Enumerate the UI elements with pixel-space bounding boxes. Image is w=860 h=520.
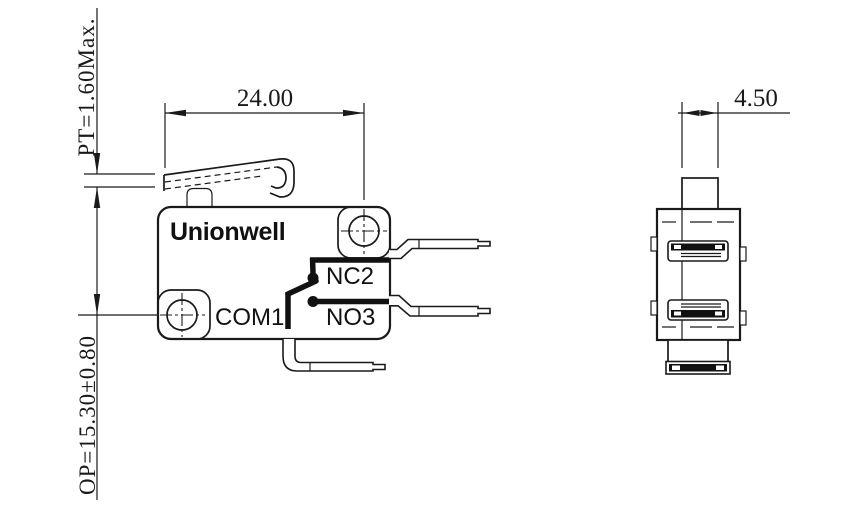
com-terminal-label: COM1 — [215, 304, 284, 331]
side-view — [650, 177, 747, 375]
plunger-width-dimension-label: 4.50 — [734, 85, 778, 112]
dimension-body-width: 24.00 — [164, 85, 365, 200]
common-moving-arm — [285, 278, 319, 297]
brand-label: Unionwell — [170, 218, 285, 246]
plunger-arrow-left-icon — [683, 110, 700, 116]
no-terminal-label: NO3 — [326, 304, 375, 331]
plunger-arrow-right-icon — [700, 110, 717, 116]
bar-black-strip — [669, 364, 727, 372]
width-arrow-left-icon — [165, 109, 186, 117]
side-clip-right-lower — [739, 310, 747, 326]
terminal-pins — [282, 238, 491, 372]
switch-body — [156, 205, 392, 341]
nc-contact-stub — [309, 257, 316, 274]
side-clip-right-upper — [739, 246, 747, 262]
lever-top-edge-and-hook — [163, 158, 295, 198]
dimension-plunger-width: 4.50 — [678, 85, 790, 168]
circuit-symbol — [285, 257, 389, 329]
side-clip-left-lower — [650, 300, 658, 316]
bar-notch-right — [716, 365, 724, 370]
mounting-hole-top-right — [341, 209, 387, 254]
mounting-hole-bottom-left — [160, 293, 205, 337]
side-terminal-bar-bottom — [665, 360, 731, 375]
lever-hidden-edge-2 — [164, 175, 263, 190]
pretravel-dimension-label: PT=1.60Max. — [74, 18, 99, 157]
no-pin — [389, 294, 491, 317]
operating-point-dimension-label: OP=15.30±0.80 — [75, 335, 100, 495]
plunger-side — [681, 177, 719, 210]
com-pin — [282, 339, 386, 372]
lever-hook-inner-edge — [270, 166, 287, 189]
front-view: Unionwell NC2 NO3 COM1 — [156, 158, 491, 372]
nc-pin — [389, 238, 491, 260]
lever-arm — [163, 158, 295, 198]
body-width-dimension-label: 24.00 — [237, 85, 293, 112]
width-arrow-right-icon — [343, 109, 364, 117]
lever-hidden-edge-1 — [164, 166, 278, 183]
side-terminal-bar-lower — [667, 299, 729, 321]
bar-notch-left — [672, 365, 680, 370]
bar-notch-right — [715, 311, 722, 316]
nc-terminal-label: NC2 — [326, 263, 374, 290]
bar-notch-left — [674, 245, 681, 249]
bar-black-strip — [671, 310, 725, 318]
bar-black-strip — [671, 243, 725, 251]
plunger-front — [186, 187, 213, 207]
bar-notch-left — [674, 311, 681, 316]
mounting-boss-bottom-left — [157, 289, 211, 340]
pt-arrow-down-icon — [93, 153, 101, 174]
op-arrow-down-icon — [93, 294, 101, 315]
side-clip-left-upper — [650, 236, 658, 252]
dimension-pretravel-op: PT=1.60Max. OP=15.30±0.80 — [74, 8, 160, 500]
op-arrow-up-icon — [93, 187, 101, 208]
side-terminal-bar-upper — [667, 240, 729, 262]
side-bottom-block — [667, 339, 729, 363]
bar-notch-right — [715, 245, 722, 249]
